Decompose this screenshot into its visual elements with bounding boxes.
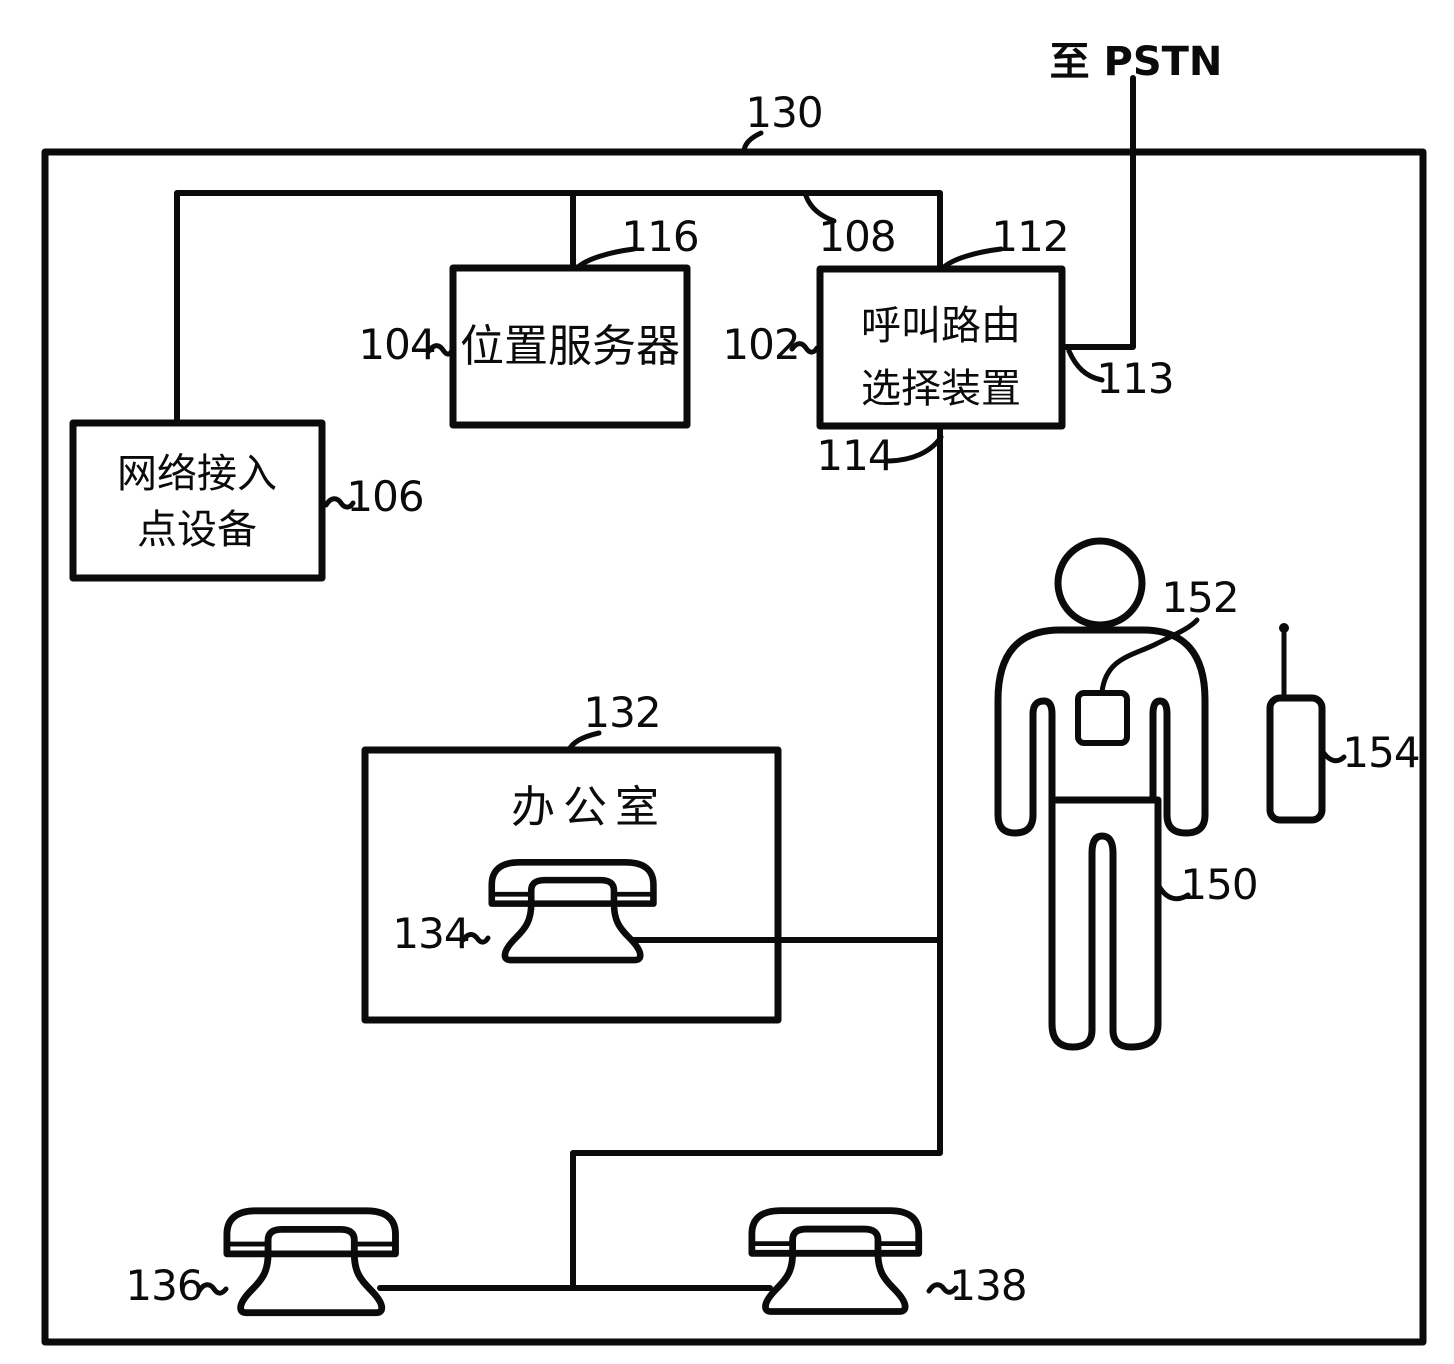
tilde-136 — [196, 1282, 229, 1296]
ref-154-label: 154 — [1342, 728, 1419, 777]
call-router-label-line1: 呼叫路由 — [861, 303, 1021, 349]
ref-130-label: 130 — [745, 88, 822, 137]
tilde-134 — [460, 932, 491, 945]
leader-114 — [883, 434, 944, 464]
office-box — [361, 746, 782, 1024]
ref-132-label: 132 — [583, 688, 660, 737]
leader-130 — [741, 130, 764, 155]
leader-112 — [940, 246, 1004, 271]
to-pstn-label: 至 PSTN — [1050, 39, 1223, 85]
location-server-box — [449, 264, 691, 429]
network-bus-line — [174, 190, 943, 426]
office-label: 办公室 — [511, 782, 667, 833]
pstn-link-line — [1061, 75, 1136, 350]
mobile-antenna-tip — [1279, 623, 1289, 633]
person-head — [1054, 537, 1146, 629]
mobile-handset-icon — [1266, 694, 1326, 824]
call-router-label-line2: 选择装置 — [861, 366, 1021, 412]
ref-138-label: 138 — [949, 1261, 1026, 1310]
ref-136-label: 136 — [125, 1261, 202, 1310]
badge-wire-leader — [1099, 617, 1200, 695]
leader-113 — [1066, 348, 1105, 383]
ref-114-label: 114 — [816, 431, 893, 480]
tilde-104 — [426, 343, 455, 357]
ref-113-label: 113 — [1096, 354, 1173, 403]
tilde-138 — [926, 1282, 959, 1295]
tilde-106 — [323, 496, 356, 510]
network-access-point-label-line2: 点设备 — [137, 507, 257, 553]
network-access-point-label-line1: 网络接入 — [117, 451, 277, 497]
ref-150-label: 150 — [1180, 860, 1257, 909]
person-legs — [1048, 796, 1162, 1051]
ref-104-label: 104 — [358, 320, 435, 369]
ref-102-label: 102 — [722, 320, 799, 369]
ref-106-label: 106 — [346, 472, 423, 521]
leader-154 — [1320, 749, 1347, 764]
ref-134-label: 134 — [392, 909, 469, 958]
router-to-phones-line — [570, 423, 943, 1291]
tilde-102 — [789, 341, 820, 355]
location-server-label: 位置服务器 — [460, 321, 680, 372]
leader-116 — [574, 246, 637, 271]
ref-152-label: 152 — [1161, 573, 1238, 622]
network-access-point-box — [69, 419, 326, 582]
ref-112-label: 112 — [991, 212, 1068, 261]
badge-icon — [1075, 690, 1130, 746]
leader-108 — [803, 193, 837, 224]
leader-132 — [566, 730, 602, 753]
ref-116-label: 116 — [621, 212, 698, 261]
leader-150 — [1156, 883, 1191, 902]
ref-108-label: 108 — [818, 212, 895, 261]
